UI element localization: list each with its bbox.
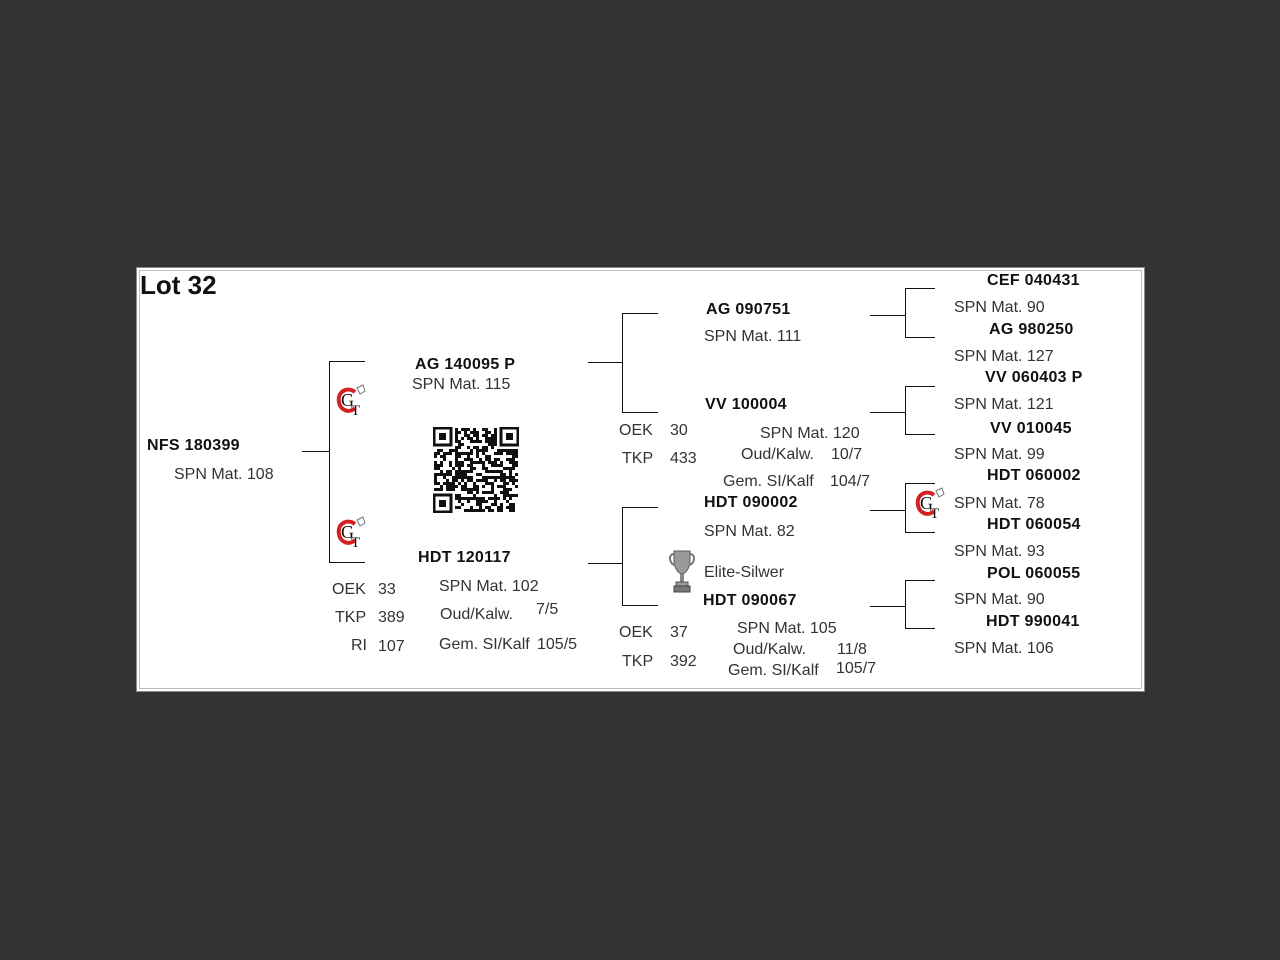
trophy-icon <box>669 548 695 599</box>
sire-dam-gem-label: Gem. SI/Kalf <box>723 473 814 490</box>
sire-dam-oud-value: 10/7 <box>831 446 863 463</box>
dam-dam-oud-label: Oud/Kalw. <box>733 641 806 658</box>
gen3-spn-6: SPN Mat. 93 <box>954 543 1045 560</box>
dam-dam-oek-label: OEK <box>619 624 653 641</box>
bracket-line <box>870 606 906 607</box>
sire-name: AG 140095 P <box>415 356 516 373</box>
bracket-line <box>905 288 935 289</box>
gen3-spn-8: SPN Mat. 106 <box>954 640 1054 657</box>
dam-dam-tkp-value: 392 <box>670 653 697 670</box>
dam-oek-label: OEK <box>332 581 366 598</box>
dam-oek-value: 33 <box>378 581 396 598</box>
qr-code-icon <box>432 426 520 518</box>
dam-tkp-label: TKP <box>335 609 367 626</box>
dam-dam-tkp-label: TKP <box>622 653 654 670</box>
bracket-line <box>905 434 935 435</box>
dam-dam-spn: SPN Mat. 105 <box>737 620 837 637</box>
gt-logo-icon: G T <box>335 516 367 551</box>
dam-sire-spn: SPN Mat. 82 <box>704 523 795 540</box>
gen3-spn-2: SPN Mat. 127 <box>954 348 1054 365</box>
gen3-name-2: AG 980250 <box>989 321 1074 338</box>
bracket-line <box>329 562 365 563</box>
bracket-line <box>905 386 906 434</box>
dam-dam-oek-value: 37 <box>670 624 688 641</box>
dam-name: HDT 120117 <box>418 549 511 566</box>
bracket-line <box>302 451 330 452</box>
svg-text:G: G <box>920 493 933 513</box>
sire-sire-name: AG 090751 <box>706 301 791 318</box>
dam-gem-value: 105/5 <box>537 636 578 653</box>
gen3-name-8: HDT 990041 <box>986 613 1080 630</box>
gen3-spn-4: SPN Mat. 99 <box>954 446 1045 463</box>
gen3-spn-3: SPN Mat. 121 <box>954 396 1054 413</box>
sire-spn: SPN Mat. 115 <box>412 376 511 393</box>
bracket-line <box>329 361 365 362</box>
bracket-line <box>905 386 935 387</box>
bracket-line <box>329 361 330 562</box>
bracket-line <box>905 532 935 533</box>
dam-spn: SPN Mat. 102 <box>439 578 539 595</box>
bracket-line <box>905 288 906 337</box>
gen3-name-5: HDT 060002 <box>987 467 1081 484</box>
gen3-name-1: CEF 040431 <box>987 272 1080 289</box>
bracket-line <box>622 313 623 412</box>
card-inner-border <box>139 270 1142 689</box>
dam-tkp-value: 389 <box>378 609 405 626</box>
bracket-line <box>588 563 623 564</box>
svg-text:T: T <box>351 403 360 418</box>
animal-name: NFS 180399 <box>147 437 240 454</box>
dam-ri-value: 107 <box>378 638 405 655</box>
bracket-line <box>870 510 906 511</box>
sire-dam-name: VV 100004 <box>705 396 787 413</box>
bracket-line <box>905 580 935 581</box>
dam-oud-value: 7/5 <box>536 601 559 618</box>
gen3-name-6: HDT 060054 <box>987 516 1081 533</box>
dam-dam-oud-value: 11/8 <box>837 641 867 658</box>
sire-dam-oud-label: Oud/Kalw. <box>741 446 814 463</box>
sire-dam-gem-value: 104/7 <box>830 473 871 490</box>
svg-text:G: G <box>341 390 354 410</box>
sire-dam-oek-value: 30 <box>670 422 688 439</box>
dam-sire-award: Elite-Silwer <box>704 564 785 581</box>
bracket-line <box>870 315 906 316</box>
bracket-line <box>870 412 906 413</box>
sire-sire-spn: SPN Mat. 111 <box>704 328 802 345</box>
gen3-spn-7: SPN Mat. 90 <box>954 591 1045 608</box>
bracket-line <box>905 337 935 338</box>
lot-title: Lot 32 <box>140 270 217 300</box>
gt-logo-icon: G T <box>914 487 946 522</box>
bracket-line <box>905 628 935 629</box>
sire-dam-spn: SPN Mat. 120 <box>760 425 860 442</box>
gen3-name-4: VV 010045 <box>990 420 1072 437</box>
dam-ri-label: RI <box>351 637 367 654</box>
bracket-line <box>905 483 935 484</box>
sire-dam-oek-label: OEK <box>619 422 653 439</box>
dam-oud-label: Oud/Kalw. <box>440 606 513 623</box>
svg-text:T: T <box>930 506 939 521</box>
pedigree-card: Lot 32 NFS 180399 SPN Mat. 108 G T G T G… <box>136 267 1145 692</box>
dam-dam-gem-value: 105/7 <box>836 660 877 677</box>
svg-text:G: G <box>341 522 354 542</box>
svg-text:T: T <box>351 535 360 550</box>
dam-gem-label: Gem. SI/Kalf <box>439 636 530 653</box>
bracket-line <box>905 483 906 532</box>
sire-dam-tkp-value: 433 <box>670 450 697 467</box>
bracket-line <box>622 412 658 413</box>
gen3-spn-1: SPN Mat. 90 <box>954 299 1045 316</box>
gt-logo-icon: G T <box>335 384 367 419</box>
bracket-line <box>622 605 658 606</box>
animal-spn: SPN Mat. 108 <box>174 466 274 483</box>
bracket-line <box>905 580 906 628</box>
dam-dam-gem-label: Gem. SI/Kalf <box>728 662 819 679</box>
gen3-name-3: VV 060403 P <box>985 369 1083 386</box>
bracket-line <box>588 362 623 363</box>
gen3-name-7: POL 060055 <box>987 565 1081 582</box>
bracket-line <box>622 507 658 508</box>
bracket-line <box>622 313 658 314</box>
dam-sire-name: HDT 090002 <box>704 494 798 511</box>
bracket-line <box>622 507 623 605</box>
dam-dam-name: HDT 090067 <box>703 592 797 609</box>
sire-dam-tkp-label: TKP <box>622 450 654 467</box>
gen3-spn-5: SPN Mat. 78 <box>954 495 1045 512</box>
